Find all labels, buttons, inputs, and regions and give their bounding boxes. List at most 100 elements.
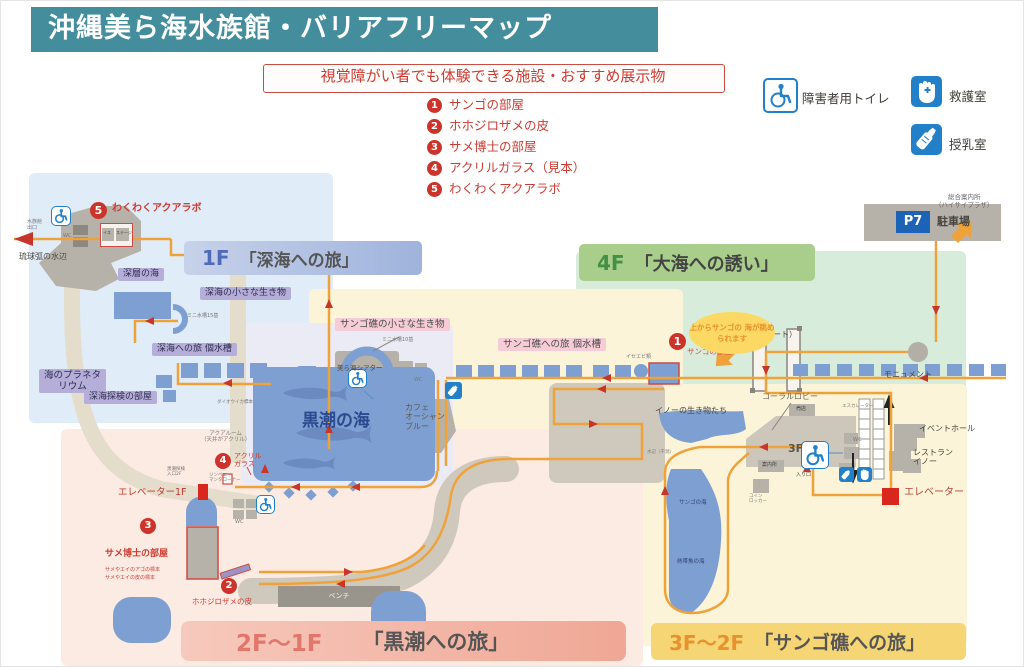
list-item-2: ホホジロザメの皮 bbox=[449, 118, 550, 133]
banner-3f-2f-name: 「サンゴ礁への旅」 bbox=[754, 632, 926, 654]
label-sango-umi: サンゴの海 bbox=[679, 500, 707, 506]
map-marker-3: 3 bbox=[140, 518, 156, 534]
page-title: 沖縄美ら海水族館・バリアフリーマップ bbox=[48, 13, 552, 44]
first-aid-icon bbox=[911, 76, 942, 107]
list-item-5: わくわくアクアラボ bbox=[449, 181, 561, 196]
legend-toilet-label: 障害者用トイレ bbox=[802, 91, 890, 106]
map-marker-4-label: アクリル ガラス bbox=[234, 452, 262, 469]
accessible-toilet-icon bbox=[763, 78, 798, 113]
label-mini10: ミニ水槽10基 bbox=[382, 337, 414, 343]
whale-shark-silhouettes bbox=[283, 386, 372, 470]
label-wc-2: WC bbox=[414, 377, 423, 383]
banner-2f-1f: 2F〜1F 「黒潮への旅」 bbox=[181, 621, 626, 661]
label-wc-1: WC bbox=[63, 233, 72, 239]
label-parking: 駐車場 bbox=[937, 215, 970, 228]
wheelchair-icon-kuroshio bbox=[256, 495, 275, 514]
label-planetarium: 海のプラネタ リウム bbox=[39, 369, 107, 394]
banner-4f-floor: 4F bbox=[597, 250, 625, 275]
banner-2f-1f-floor: 2F〜1F bbox=[236, 631, 323, 657]
label-p7: P7 bbox=[903, 214, 923, 229]
label-exit: 水族館 出口 bbox=[27, 219, 43, 231]
wheelchair-icon-ryukyu bbox=[51, 206, 71, 226]
nursing-icon-center bbox=[445, 382, 462, 399]
label-elevator-1f: エレベーター1F bbox=[118, 487, 187, 498]
label-wc-3: WC bbox=[235, 519, 244, 525]
route-arrows bbox=[14, 232, 940, 588]
label-jinbei: ジンベエ・ マンタコーナー bbox=[209, 473, 241, 484]
map-marker-2-label: ホホジロザメの皮 bbox=[192, 597, 252, 606]
label-iseebi: イセエビ類 bbox=[626, 354, 652, 360]
list-item-1: サンゴの部屋 bbox=[449, 97, 525, 112]
list-item-3: サメ博士の部屋 bbox=[449, 139, 537, 154]
label-ino: イノーの生き物たち bbox=[655, 406, 727, 415]
label-kuroshio: 黒潮の海 bbox=[302, 411, 370, 431]
label-event-hall: イベントホール bbox=[919, 424, 975, 433]
subtitle-text: 視覚障がい者でも体験できる施設・おすすめ展示物 bbox=[320, 67, 666, 85]
label-shinso: 深層の海 bbox=[118, 268, 165, 281]
label-info-center: 総合案内所 （ハイサイプラザ） bbox=[935, 193, 994, 209]
label-annaijo: 案内所 bbox=[762, 462, 778, 468]
label-sango-small: サンゴ礁の小さな生き物 bbox=[335, 318, 450, 332]
tanks bbox=[113, 292, 1006, 643]
label-ika: ダイオウイカ標本 bbox=[217, 400, 253, 405]
banner-1f: 1F 「深海への旅」 bbox=[184, 241, 422, 275]
specimen-note: サメやエイのアゴの標本 サメやエイの皮の標本 bbox=[105, 567, 161, 581]
stage-stage-box bbox=[116, 228, 129, 241]
label-ryukyu: 琉球弧の水辺 bbox=[19, 252, 67, 261]
label-cafe: カフェ オーシャン ブルー bbox=[405, 403, 445, 431]
ino-tank bbox=[659, 410, 746, 443]
monument-circle bbox=[908, 342, 928, 362]
banner-1f-name: 「深海への旅」 bbox=[239, 250, 359, 271]
coral-sea-tank bbox=[666, 469, 722, 614]
list-num-2: 2 bbox=[427, 119, 442, 134]
legend-nursing-label: 授乳室 bbox=[949, 137, 987, 152]
wheelchair-icon-3f bbox=[801, 441, 829, 469]
banner-4f-name: 「大海への誘い」 bbox=[634, 253, 779, 275]
label-shinkai-small: 深海の小さな生き物 bbox=[200, 287, 292, 300]
p7-sign bbox=[896, 211, 930, 233]
map-marker-1: 1 bbox=[669, 333, 686, 350]
map-marker-5-label: わくわくアクアラボ bbox=[112, 203, 202, 214]
wheelchair-icon-theater bbox=[348, 369, 367, 388]
plaza-diamonds bbox=[263, 480, 359, 501]
list-num-1: 1 bbox=[427, 98, 442, 113]
label-shinkai-room: 深海探検の部屋 bbox=[84, 391, 158, 404]
label-elevator-3f: エレベーター bbox=[904, 487, 964, 498]
banner-3f-2f-floor: 3F〜2F bbox=[669, 631, 745, 655]
label-bench: ベンチ bbox=[328, 592, 350, 600]
label-baiten: 売店 bbox=[796, 406, 807, 412]
label-shinkai-row: 深海への旅 個水槽 bbox=[152, 343, 237, 356]
nursing-icon-3f bbox=[839, 467, 854, 482]
banner-3f-2f: 3F〜2F 「サンゴ礁への旅」 bbox=[651, 623, 966, 660]
stage-chair-label: イス bbox=[103, 230, 111, 235]
list-num-3: 3 bbox=[427, 140, 442, 155]
banner-2f-1f-name: 「黒潮への旅」 bbox=[362, 630, 510, 654]
map-marker-4: 4 bbox=[215, 453, 231, 469]
list-item-4: アクリルガラス（見本） bbox=[449, 160, 586, 175]
map-marker-5: 5 bbox=[90, 202, 107, 219]
map-marker-2: 2 bbox=[221, 578, 237, 594]
banner-1f-floor: 1F bbox=[202, 246, 230, 270]
label-kuroshio-tanken: 黒潮探検 入口2F bbox=[167, 467, 185, 478]
subtitle-box bbox=[263, 64, 725, 93]
label-mini15: ミニ水槽15基 bbox=[187, 313, 219, 319]
routes bbox=[14, 237, 1006, 615]
label-escalator: エスカレーター bbox=[842, 404, 874, 409]
first-aid-icon-3f bbox=[857, 467, 872, 482]
map-marker-3-label: サメ博士の部屋 bbox=[105, 549, 169, 559]
banner-4f: 4F 「大海への誘い」 bbox=[579, 244, 815, 281]
label-nettaigyo: 熱帯魚の海 bbox=[677, 559, 705, 565]
label-sango-row: サンゴ礁への旅 個水槽 bbox=[498, 338, 607, 352]
label-restaurant: レストラン イノー bbox=[913, 448, 953, 467]
label-mizube: 水辺（干潟） bbox=[647, 450, 674, 455]
label-theater: 美ら海シアター bbox=[337, 364, 383, 372]
list-num-4: 4 bbox=[427, 161, 442, 176]
stage-stage-label: ステージ bbox=[116, 230, 132, 235]
label-monument: モニュメント bbox=[884, 370, 932, 379]
title-bar bbox=[31, 7, 658, 52]
coral-room-tank bbox=[648, 362, 680, 385]
label-wc-4: WC bbox=[853, 437, 862, 443]
pointer-lines bbox=[246, 336, 843, 476]
